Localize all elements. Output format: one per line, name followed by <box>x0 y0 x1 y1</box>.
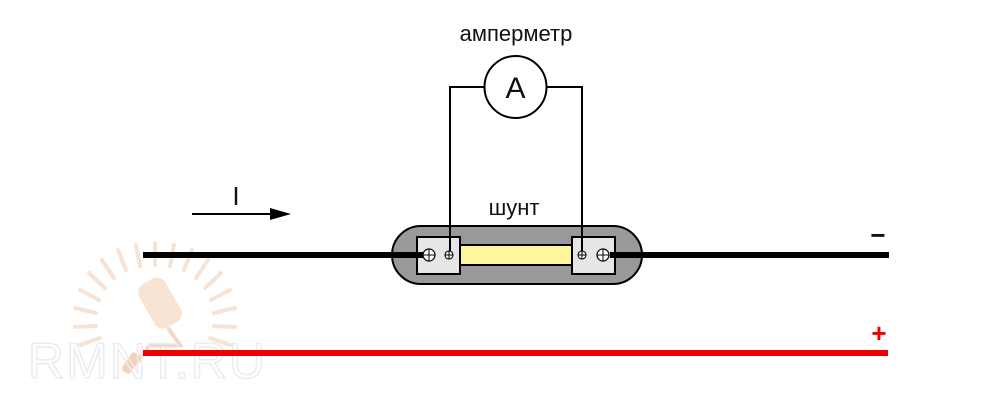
watermark-sun-rays-icon <box>73 241 237 347</box>
screw-left-small-icon <box>444 250 454 260</box>
watermark-logo: RMNT.RU <box>27 241 267 390</box>
shunt-resistor <box>459 244 574 266</box>
screw-right-large-icon <box>596 248 610 262</box>
negative-terminal-sign: − <box>870 220 885 250</box>
screw-right-small-icon <box>577 250 587 260</box>
current-direction-arrow-icon <box>192 208 291 220</box>
watermark-text: RMNT.RU <box>28 333 267 389</box>
watermark-paint-roller-icon <box>121 277 184 374</box>
ammeter-circle <box>483 55 548 119</box>
current-label: I <box>232 181 239 211</box>
ammeter-label: амперметр <box>460 21 573 46</box>
positive-terminal-sign: + <box>871 318 886 348</box>
shunt-label: шунт <box>489 195 540 220</box>
ammeter-lead-right <box>547 86 583 251</box>
ammeter: A <box>483 55 548 119</box>
ammeter-symbol: A <box>505 72 525 105</box>
shunt <box>391 225 643 285</box>
screw-left-large-icon <box>422 248 436 262</box>
ammeter-lead-left <box>449 86 484 251</box>
